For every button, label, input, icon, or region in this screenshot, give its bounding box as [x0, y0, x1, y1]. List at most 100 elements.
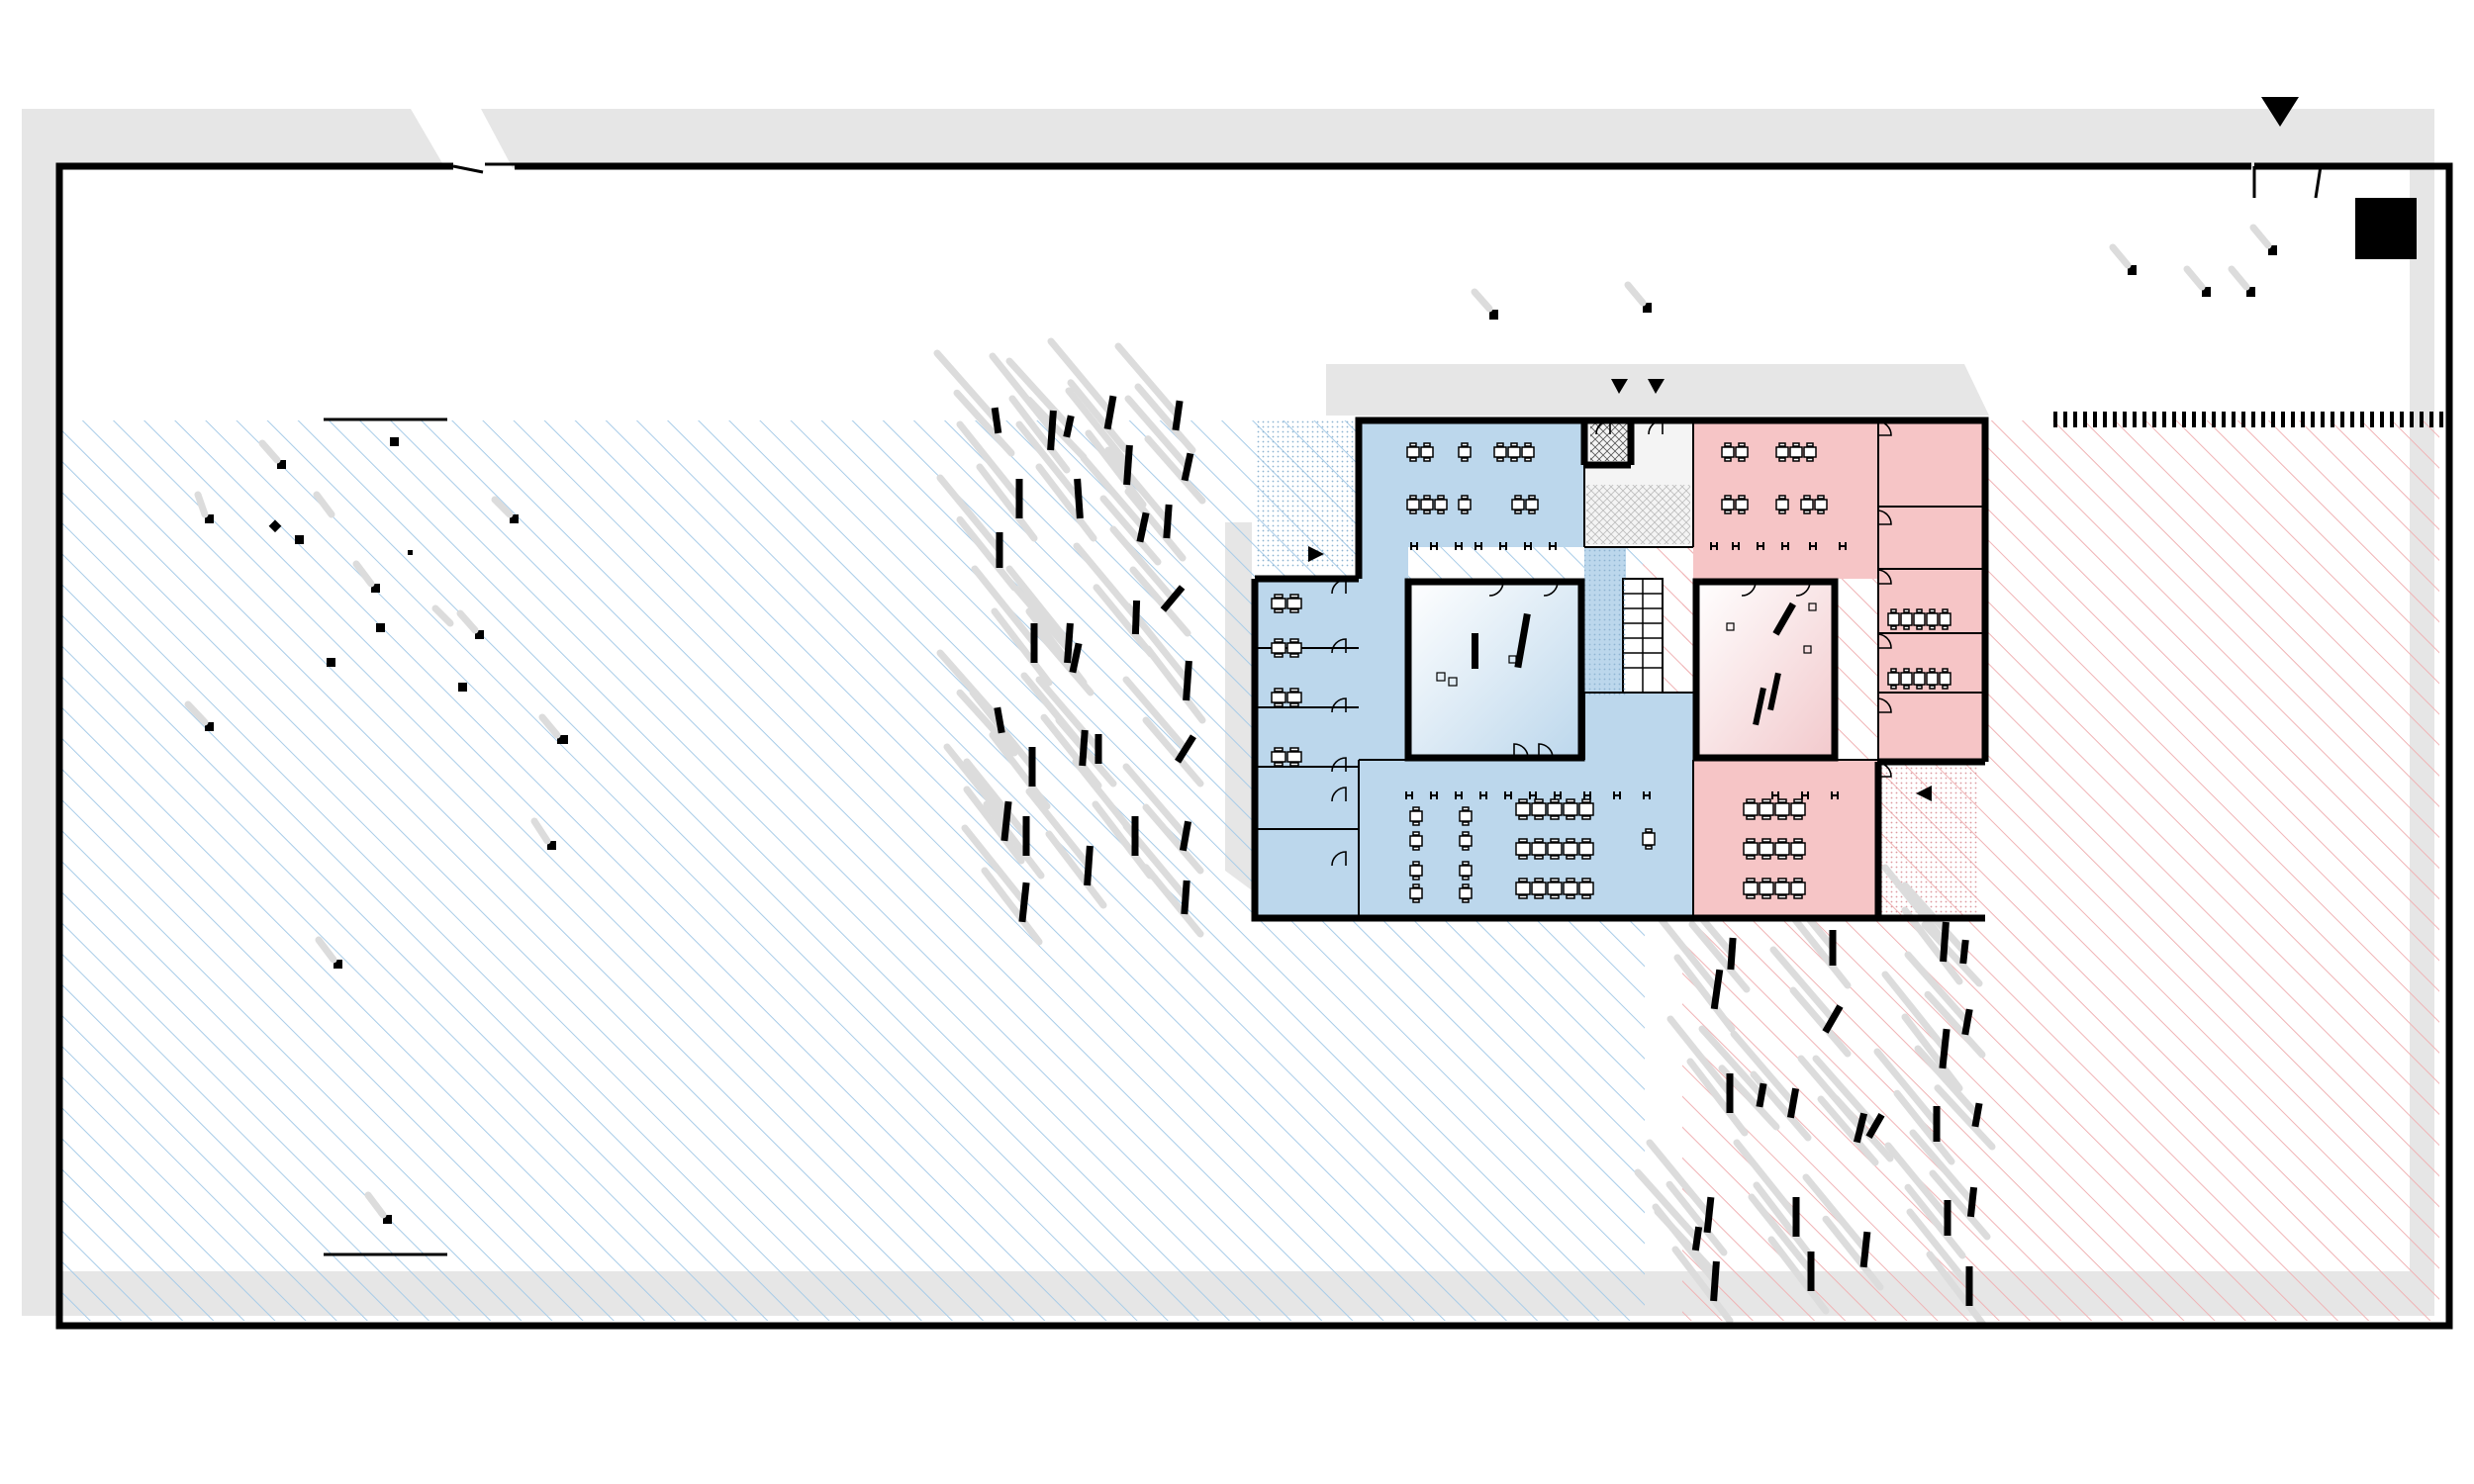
site-gate — [452, 162, 2323, 199]
door-swing-icon — [1331, 787, 1347, 802]
bench-icon — [1405, 542, 1847, 799]
tree-trunk-icon — [994, 706, 1005, 734]
door-swing-icon — [1741, 581, 1757, 597]
tree-trunk-icon — [1163, 504, 1173, 539]
table-icon — [1578, 802, 1594, 816]
door-swing-icon — [1331, 757, 1347, 773]
table-icon — [1743, 842, 1759, 856]
door-swing-icon — [1538, 743, 1554, 759]
entrance-arrow-icon — [1308, 379, 1932, 801]
table-icon — [1409, 810, 1423, 822]
left-garden-posts — [205, 437, 568, 1224]
tree-trunk-icon — [1030, 623, 1038, 663]
tree-trunk-icon — [1074, 478, 1084, 519]
table-icon — [1814, 499, 1828, 510]
tree-trunk-icon — [1710, 1260, 1720, 1302]
table-icon — [1735, 499, 1749, 510]
table-icon — [1515, 802, 1531, 816]
tree-trunk-icon — [1181, 880, 1190, 915]
tree-trunk-icon — [1022, 816, 1030, 856]
blue-dining-north — [1359, 420, 1584, 547]
table-icon — [1409, 865, 1423, 877]
tree-trunk-icon — [1181, 452, 1194, 482]
table-icon — [1800, 499, 1814, 510]
tree-trunk-icon — [1939, 1028, 1951, 1069]
table-icon — [1459, 887, 1473, 899]
tree-trunk-icon — [1084, 845, 1094, 886]
table-icon — [1735, 446, 1749, 458]
tree-trunk-icon — [1160, 585, 1186, 612]
blue-dotted-corridor — [1584, 547, 1626, 696]
tree-trunk-icon — [1172, 400, 1184, 431]
tree-trunk-icon — [1865, 1112, 1885, 1140]
tree-trunk-icon — [1131, 816, 1139, 856]
table-icon — [1271, 692, 1286, 703]
door-swing-icon — [1876, 569, 1892, 585]
tree-trunk-icon — [1015, 479, 1023, 518]
courtyard-objects — [1436, 602, 1817, 726]
table-icon — [1743, 881, 1759, 895]
table-icon — [1790, 881, 1806, 895]
tree-trunk-icon — [991, 407, 1002, 434]
table-icon — [1409, 887, 1423, 899]
table-icon — [1507, 446, 1521, 458]
table-icon — [1759, 802, 1774, 816]
table-icon — [1774, 881, 1790, 895]
tree-trunk-icon — [1047, 410, 1057, 451]
table-icon — [1721, 446, 1735, 458]
table-icon — [1531, 842, 1547, 856]
table-icon — [1563, 802, 1578, 816]
tree-trunk-icon — [1079, 729, 1089, 767]
table-icon — [1459, 810, 1473, 822]
table-icon — [1900, 672, 1913, 686]
bollards — [1489, 245, 2277, 320]
door-swing-icon — [1331, 697, 1347, 713]
table-icon — [1803, 446, 1817, 458]
site-utility-block — [2355, 198, 2417, 259]
garden-edges — [324, 417, 447, 1256]
tree-trunk-icon — [1103, 395, 1117, 430]
table-icon — [1458, 499, 1472, 510]
tree-trunk-icon — [1971, 1102, 1983, 1128]
table-icon — [1913, 612, 1926, 626]
table-icon — [1759, 881, 1774, 895]
north-marker-icon — [2261, 97, 2299, 127]
door-swing-icon — [1795, 581, 1811, 597]
table-icon — [1887, 672, 1900, 686]
tree-trunk-icon — [1179, 820, 1192, 852]
table-icon — [1434, 499, 1448, 510]
stair-treads — [1623, 579, 1663, 693]
table-icon — [1406, 446, 1420, 458]
table-icon — [1774, 842, 1790, 856]
blue-courtyard — [1408, 582, 1581, 758]
table-icon — [1721, 499, 1735, 510]
table-icon — [1789, 446, 1803, 458]
tree-trunk-icon — [1965, 1266, 1973, 1306]
tree-trunk-icon — [1756, 1082, 1767, 1108]
blue-dotted-terrace — [1255, 420, 1358, 569]
tree-trunk-icon — [1131, 600, 1141, 635]
tree-trunk-icon — [1018, 881, 1030, 923]
red-east-rooms — [1878, 420, 1985, 762]
left-post-shadows — [184, 439, 561, 1219]
tree-trunk-icon — [1853, 1112, 1868, 1144]
table-icon — [1939, 612, 1951, 626]
table-icon — [1459, 865, 1473, 877]
tree-trunk-icon — [1136, 511, 1150, 543]
door-swing-icon — [1876, 510, 1892, 525]
table-icon — [1286, 642, 1302, 654]
table-icon — [1531, 881, 1547, 895]
door-swing-icon — [1876, 633, 1892, 649]
tree-trunk-icon — [1064, 622, 1074, 664]
tree-trunk-icon — [1691, 1226, 1703, 1252]
table-icon — [1531, 802, 1547, 816]
tree-trunk-icon — [1944, 1200, 1951, 1236]
tree-trunk-icon — [1028, 747, 1036, 787]
blue-side-rooms — [1255, 579, 1364, 918]
table-icon — [1939, 672, 1951, 686]
tree-trunk-icon — [1063, 415, 1075, 438]
table-icon — [1511, 499, 1525, 510]
table-icon — [1271, 751, 1286, 763]
table-icon — [1271, 642, 1286, 654]
tree-trunk-icon — [1959, 939, 1969, 965]
